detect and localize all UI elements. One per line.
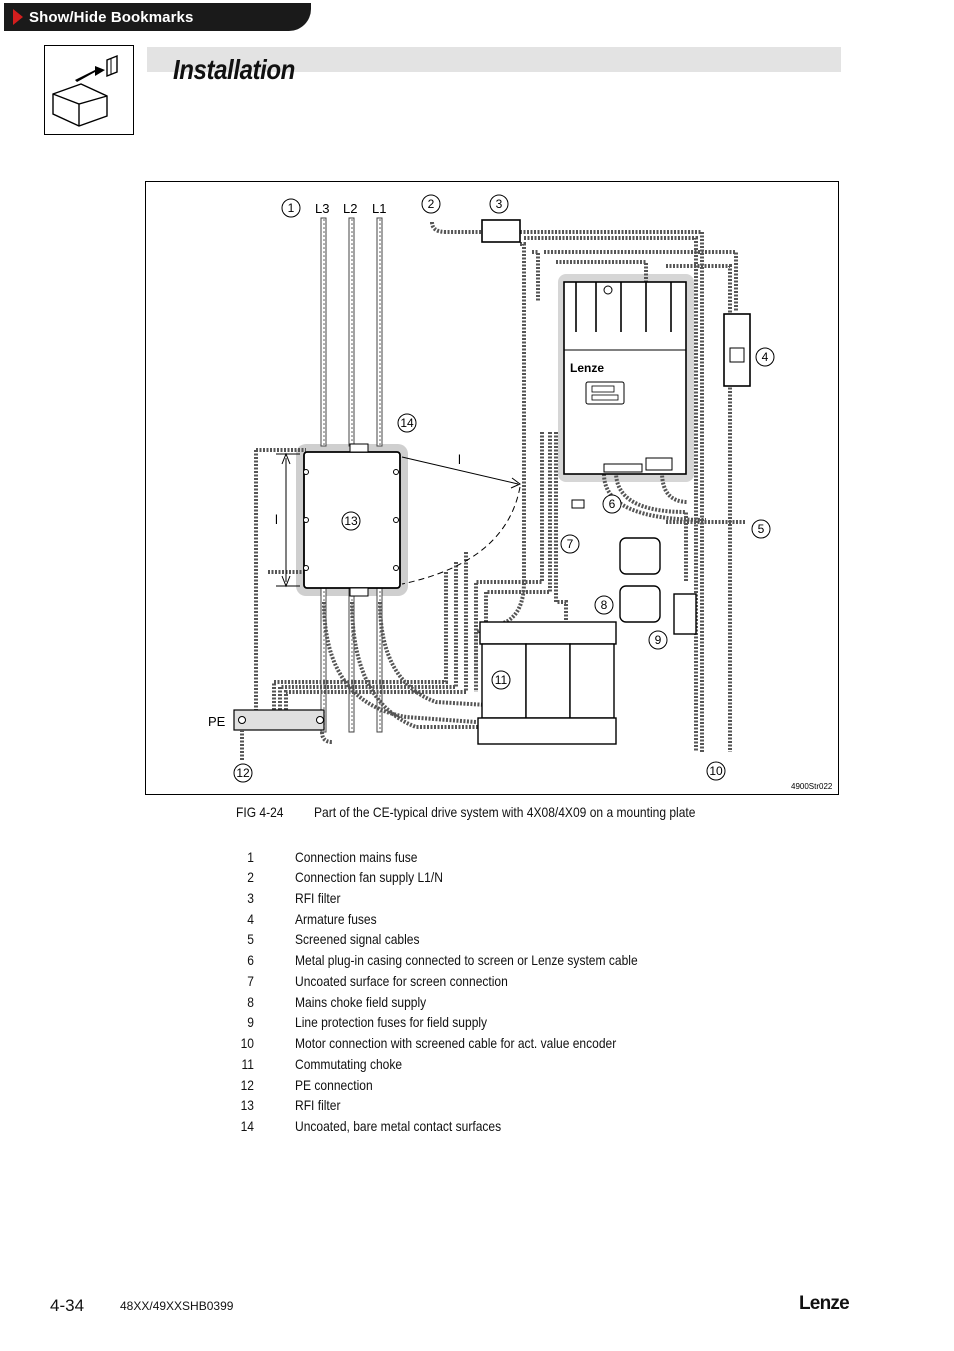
dim-label-2: l xyxy=(458,452,461,467)
legend-text: Armature fuses xyxy=(295,911,377,927)
callout-6: 6 xyxy=(602,494,622,514)
legend-num: 14 xyxy=(240,1118,254,1134)
legend-num: 3 xyxy=(247,890,254,906)
svg-text:7: 7 xyxy=(567,537,574,551)
svg-text:9: 9 xyxy=(655,633,662,647)
title-bar xyxy=(147,47,841,72)
legend-num: 5 xyxy=(247,931,254,947)
svg-text:1: 1 xyxy=(288,201,295,215)
callout-3: 3 xyxy=(489,194,509,214)
dim-label: l xyxy=(275,512,278,527)
legend-num: 2 xyxy=(247,869,254,885)
legend-num: 11 xyxy=(241,1056,254,1072)
legend-text: PE connection xyxy=(295,1077,373,1093)
svg-text:8: 8 xyxy=(601,598,608,612)
legend-num: 6 xyxy=(247,952,254,968)
callout-11: 11 xyxy=(491,670,511,690)
callout-13: 13 xyxy=(341,511,361,531)
pe-label: PE xyxy=(208,714,226,729)
svg-text:3: 3 xyxy=(496,197,503,211)
legend-text: Motor connection with screened cable for… xyxy=(295,1035,617,1051)
callout-9: 9 xyxy=(648,630,668,650)
legend-text: Uncoated, bare metal contact surfaces xyxy=(295,1118,502,1134)
legend-text: Uncoated surface for screen connection xyxy=(295,973,508,989)
phase-label-L1: L1 xyxy=(372,201,386,216)
svg-text:13: 13 xyxy=(344,514,358,528)
wiring-figure: Lenze PE L3 L2 xyxy=(145,181,839,795)
bookmarks-button-label: Show/Hide Bookmarks xyxy=(29,8,194,26)
legend-num: 4 xyxy=(247,911,254,927)
caption-number: FIG 4-24 xyxy=(236,804,284,820)
show-hide-bookmarks-button[interactable]: Show/Hide Bookmarks xyxy=(4,3,311,31)
legend-text: RFI filter xyxy=(295,890,341,906)
legend-num: 9 xyxy=(247,1014,254,1030)
legend-text: Screened signal cables xyxy=(295,931,420,947)
legend-num: 13 xyxy=(240,1097,254,1113)
legend-num: 8 xyxy=(247,994,254,1010)
legend-text: Mains choke field supply xyxy=(295,994,427,1010)
svg-text:14: 14 xyxy=(400,416,414,430)
callout-4: 4 xyxy=(755,347,775,367)
legend-text: RFI filter xyxy=(295,1097,341,1113)
callout-7: 7 xyxy=(560,534,580,554)
caption-text: Part of the CE-typical drive system with… xyxy=(314,804,696,820)
phase-label-L3: L3 xyxy=(315,201,329,216)
svg-text:12: 12 xyxy=(236,766,250,780)
legend-text: Connection fan supply L1/N xyxy=(295,869,443,885)
legend-num: 12 xyxy=(240,1077,254,1093)
legend-num: 7 xyxy=(247,973,254,989)
page-number: 4-34 xyxy=(50,1296,85,1315)
legend-num: 1 xyxy=(247,849,254,865)
legend-text: Line protection fuses for field supply xyxy=(295,1014,488,1030)
callout-8: 8 xyxy=(594,595,614,615)
legend-num: 10 xyxy=(240,1035,254,1051)
page-title: Installation xyxy=(173,54,295,85)
svg-text:4: 4 xyxy=(762,350,769,364)
legend-text: Commutating choke xyxy=(295,1056,403,1072)
brand-logo: Lenze xyxy=(799,1293,850,1314)
callout-2: 2 xyxy=(421,194,441,214)
figure-code: 4900Str022 xyxy=(791,782,833,791)
callout-5: 5 xyxy=(751,519,771,539)
svg-text:2: 2 xyxy=(428,197,435,211)
callout-14: 14 xyxy=(397,413,417,433)
phase-label-L2: L2 xyxy=(343,201,357,216)
svg-text:11: 11 xyxy=(495,673,508,687)
callout-1: 1 xyxy=(281,198,301,218)
svg-text:6: 6 xyxy=(609,497,616,511)
legend-text: Connection mains fuse xyxy=(295,849,418,865)
installation-box-icon xyxy=(44,45,134,135)
legend-text: Metal plug-in casing connected to screen… xyxy=(295,952,638,968)
callout-12: 12 xyxy=(233,763,253,783)
svg-text:5: 5 xyxy=(758,522,765,536)
device-brand-label: Lenze xyxy=(570,361,604,375)
document-code: 48XX/49XXSHB0399 xyxy=(120,1299,234,1313)
svg-text:10: 10 xyxy=(709,764,723,778)
triangle-right-icon xyxy=(13,9,23,25)
callout-10: 10 xyxy=(706,761,726,781)
